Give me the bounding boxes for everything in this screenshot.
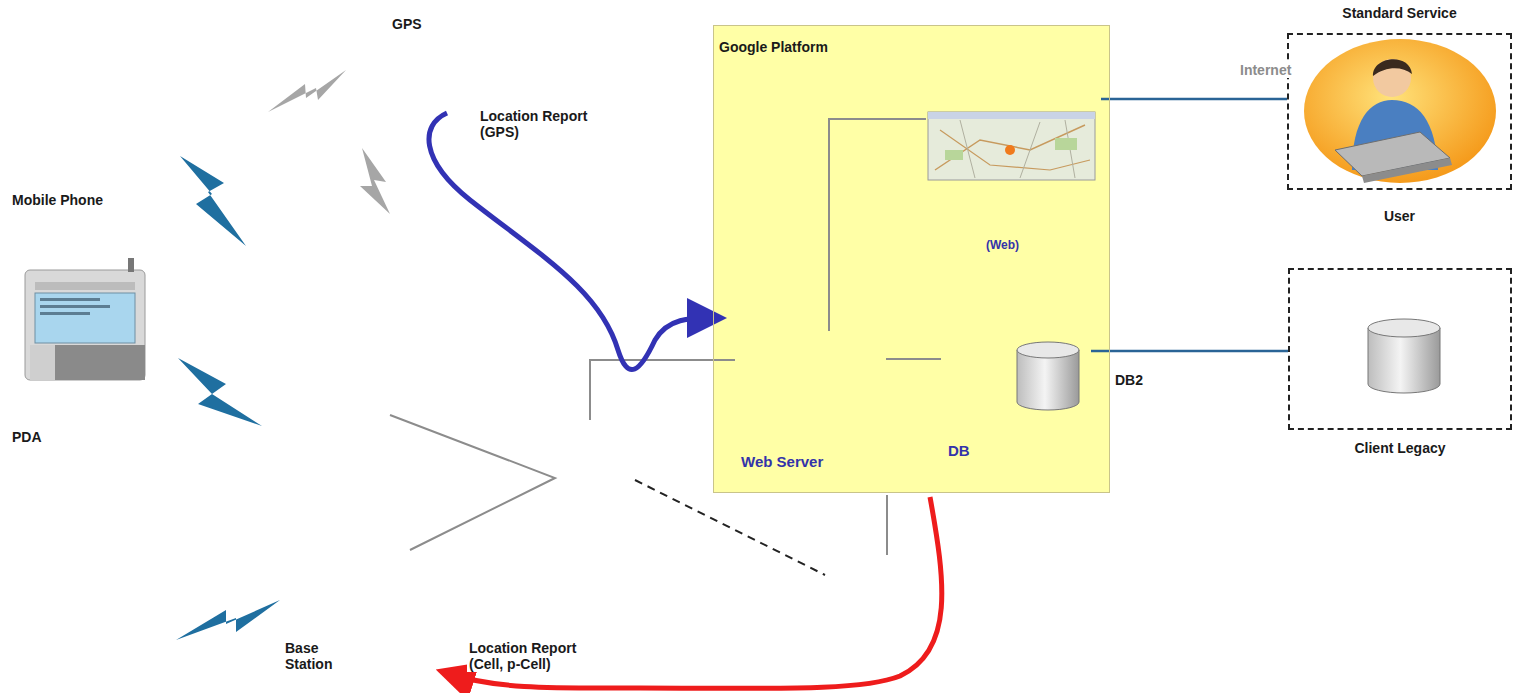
node-text: Client Legacy — [1290, 440, 1510, 456]
database: DB — [941, 336, 1091, 461]
drawing-rect — [928, 112, 1095, 180]
node-text: Standard Service — [1289, 5, 1510, 21]
node-text: (Web) — [986, 238, 1019, 253]
drawing-path — [1368, 328, 1440, 393]
drawing-ellipse — [1304, 39, 1496, 183]
device-label: Mobile Phone — [10, 192, 105, 208]
drawing-path — [1373, 59, 1412, 76]
drawing-circle — [1373, 59, 1411, 97]
drawing-rect — [40, 312, 90, 315]
drawing-rect — [25, 270, 145, 380]
user-box: Standard ServiceUser — [1287, 33, 1512, 190]
drawing-line — [886, 495, 888, 555]
web-map: (Web) — [926, 96, 1101, 256]
link-label: DB2 — [1113, 372, 1145, 388]
drawing-polygon — [268, 70, 346, 112]
drawing-ellipse — [1017, 342, 1079, 358]
drawing-rect — [128, 258, 134, 272]
drawing-path — [450, 497, 942, 688]
connector-line — [1101, 98, 1287, 101]
node-text: Google Platform — [719, 39, 828, 55]
link-label: Internet — [1238, 62, 1293, 78]
platform-box: Google Platform (Web) Web Server DB — [713, 25, 1110, 493]
drawing-rect — [928, 112, 1095, 119]
flow-label: Location Report (GPS) — [478, 108, 602, 140]
legacy-box: Client Legacy — [1288, 268, 1512, 430]
connector-line — [886, 358, 941, 360]
drawing-rect — [40, 298, 100, 301]
drawing-ellipse — [1368, 319, 1440, 337]
drawing-rect — [30, 345, 55, 380]
drawing-polygon — [1335, 132, 1450, 176]
drawing-polygon — [1362, 158, 1452, 183]
drawing-path — [935, 125, 1085, 170]
drawing-polygon — [176, 600, 280, 640]
drawing-rect — [1055, 138, 1077, 150]
drawing-rect — [35, 293, 135, 343]
satellite-label: GPS — [390, 16, 424, 32]
drawing-rect — [713, 25, 1110, 493]
drawing-path — [429, 113, 712, 370]
node-text: User — [1289, 208, 1510, 224]
drawing-rect — [945, 150, 963, 160]
drawing-rect — [40, 305, 110, 308]
drawing-circle — [1005, 145, 1015, 155]
flow-label: Location Report (Cell, p-Cell) — [467, 640, 593, 672]
web-server: Web Server — [736, 331, 886, 476]
drawing-polygon — [360, 148, 390, 214]
node-text: DB — [948, 442, 970, 460]
drawing-rect — [35, 282, 135, 290]
drawing-path — [1017, 350, 1079, 410]
connector-line — [1091, 350, 1288, 353]
drawing-polyline — [390, 415, 555, 550]
drawing-polygon — [180, 156, 246, 246]
station-label: Base Station — [283, 640, 347, 672]
drawing-polygon — [178, 358, 262, 426]
node-text: PDA — [12, 429, 42, 445]
connector-line — [829, 119, 926, 331]
drawing-rect — [30, 345, 145, 380]
drawing-line — [635, 480, 825, 575]
node-text: Web Server — [741, 453, 823, 471]
device-node: PDA — [10, 262, 152, 447]
